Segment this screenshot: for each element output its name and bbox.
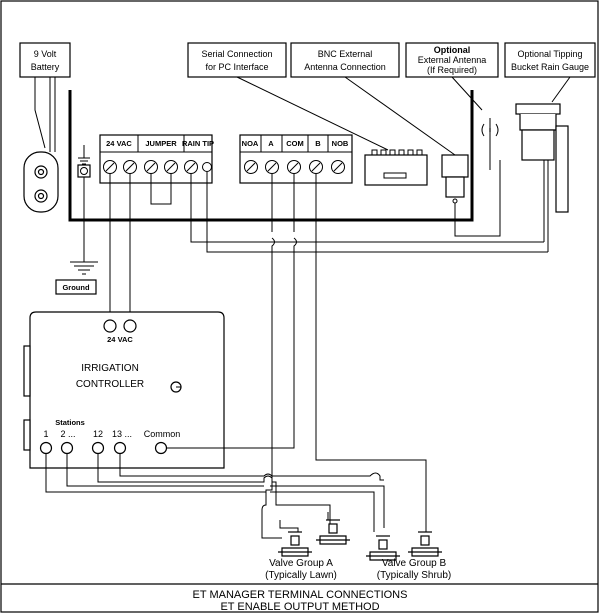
svg-text:Serial Connection: Serial Connection [201, 49, 272, 59]
svg-text:Common: Common [144, 429, 181, 439]
svg-text:13 ...: 13 ... [112, 429, 132, 439]
terminal-label-24vac: 24 VAC [106, 139, 132, 148]
valve-group-b-sublabel: (Typically Shrub) [377, 570, 451, 581]
battery-icon [23, 77, 59, 213]
bnc-label-box: BNC External Antenna Connection [290, 42, 400, 78]
terminal-block-right: NOA A COM B NOB [239, 134, 353, 184]
valve-group-b-label: Valve Group B [382, 558, 447, 569]
svg-text:12: 12 [93, 429, 103, 439]
bnc-connector [441, 154, 501, 237]
terminal-label-com: COM [286, 139, 304, 148]
svg-text:24 VAC: 24 VAC [107, 335, 133, 344]
terminal-label-rain-tip: RAIN TIP [182, 139, 214, 148]
terminal-label-nob: NOB [332, 139, 349, 148]
svg-text:for PC Interface: for PC Interface [205, 62, 268, 72]
svg-text:Optional Tipping: Optional Tipping [517, 49, 582, 59]
svg-text:9 Volt: 9 Volt [34, 49, 57, 59]
ground-icon: Ground [55, 261, 98, 295]
rain-gauge-label-box: Optional Tipping Bucket Rain Gauge [504, 42, 596, 78]
terminal-label-b: B [315, 139, 321, 148]
battery-label-box: 9 Volt Battery [19, 42, 71, 78]
svg-text:2 ...: 2 ... [60, 429, 75, 439]
svg-text:(If Required): (If Required) [427, 65, 477, 75]
valve-group-b-icon [366, 531, 442, 561]
terminal-block-left: 24 VAC JUMPER RAIN TIP [99, 134, 214, 205]
external-antenna-label-box: Optional External Antenna (If Required) [405, 42, 499, 78]
svg-text:CONTROLLER: CONTROLLER [76, 379, 144, 390]
svg-text:Optional: Optional [434, 45, 471, 55]
svg-text:Stations: Stations [55, 418, 85, 427]
svg-text:1: 1 [43, 429, 48, 439]
serial-label-box: Serial Connection for PC Interface [187, 42, 287, 78]
valve-group-a-sublabel: (Typically Lawn) [265, 570, 337, 581]
irrigation-controller: 24 VAC IRRIGATION CONTROLLER Stations 1 … [23, 311, 225, 469]
svg-text:BNC External: BNC External [318, 49, 373, 59]
svg-text:Antenna Connection: Antenna Connection [304, 62, 386, 72]
svg-text:Battery: Battery [31, 62, 60, 72]
caption-subtitle: ET ENABLE OUTPUT METHOD [220, 601, 379, 613]
svg-text:External Antenna: External Antenna [418, 55, 487, 65]
svg-text:Bucket Rain Gauge: Bucket Rain Gauge [511, 62, 589, 72]
valve-group-a-icon [278, 519, 350, 557]
valve-group-a-label: Valve Group A [269, 558, 333, 569]
terminal-label-noa: NOA [242, 139, 259, 148]
et-manager-enclosure [68, 90, 474, 222]
terminal-label-jumper: JUMPER [145, 139, 177, 148]
earth-ground-terminal [77, 145, 91, 262]
antenna-icon [481, 118, 499, 170]
jumper-wire [150, 174, 172, 205]
svg-text:IRRIGATION: IRRIGATION [81, 363, 139, 374]
serial-connector [364, 149, 428, 186]
terminal-label-a: A [268, 139, 274, 148]
rain-gauge-icon [515, 103, 569, 252]
caption-title: ET MANAGER TERMINAL CONNECTIONS [193, 589, 408, 601]
svg-text:Ground: Ground [62, 283, 89, 292]
